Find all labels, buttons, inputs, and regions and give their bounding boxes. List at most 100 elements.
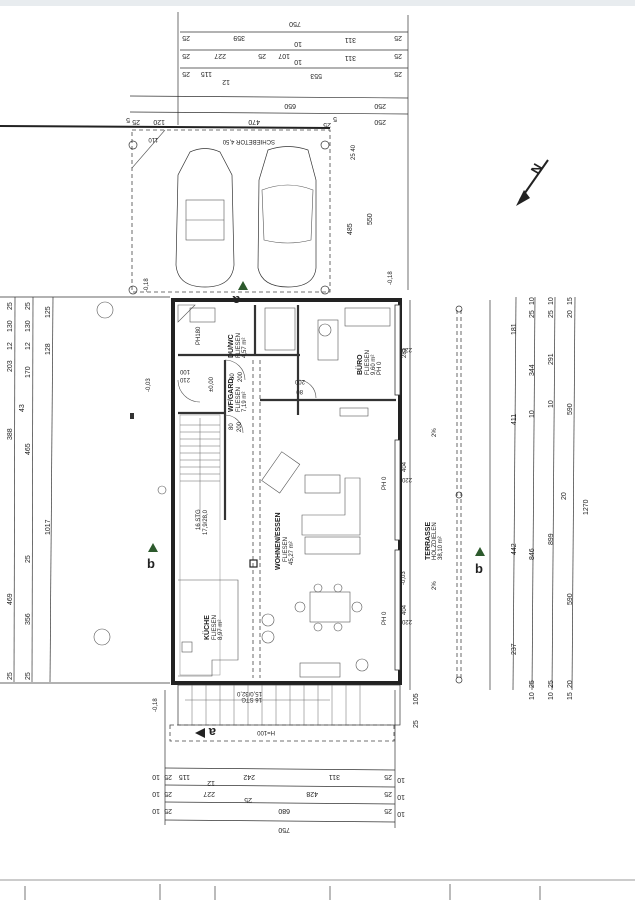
next-page-fragments (24, 884, 541, 900)
dim-left: 25 (25, 555, 32, 563)
stair-steps: 16 STG (196, 509, 202, 530)
room-wohnen: WOHNEN/ESSEN FLIESEN 45,27 m² (275, 512, 295, 570)
dim-right: 25 (529, 680, 536, 688)
dim-top: 227 (214, 52, 226, 59)
room-floor: FLIESEN (365, 350, 371, 375)
dim-top-total: 750 (289, 20, 301, 27)
room-area: 38,10 m² (438, 536, 444, 560)
dim-right: 25 (548, 310, 555, 318)
toilet-icon (189, 307, 216, 323)
terrace: TERRASSE HOLZDIELEN 38,10 m² 2% 2% (409, 300, 491, 690)
lamp-icon (355, 658, 369, 672)
dim-left: 25 (25, 302, 32, 310)
dim-top: 250 (374, 102, 386, 109)
dim-left: 128 (45, 343, 52, 355)
stair-ratio: 15,0/32,0 (236, 690, 262, 696)
stair-ratio: 17,9/28,0 (203, 509, 209, 535)
dim-top: 25 (394, 70, 402, 77)
dim-bottom: 311 (329, 773, 340, 780)
dim-left: 12 (7, 342, 14, 350)
window-width: 220 (401, 346, 412, 352)
window-width: 220 (401, 476, 412, 482)
shower-tray (264, 307, 296, 351)
dim-top: 5 (126, 116, 130, 123)
armchair-icon (261, 451, 301, 494)
room-area: 7,19 m² (242, 392, 248, 412)
dim-right: 10 (548, 297, 555, 305)
room-name: KÜCHE (202, 615, 211, 640)
post-dim: 25 40 (351, 144, 357, 160)
dim-top: 311 (345, 54, 356, 61)
door-swing (224, 414, 244, 434)
dim-right: 899 (548, 533, 555, 545)
dim-right: 237 (511, 643, 518, 655)
window-width: 220 (401, 618, 412, 624)
sink-icon (181, 641, 193, 653)
room-buero: BÜRO FLIESEN 9,60 m² PH 0 (355, 350, 383, 375)
room-name: BÜRO (355, 354, 364, 375)
dim-top: 10 (294, 58, 302, 65)
room-floor: FLIESEN (212, 615, 218, 640)
dim-bottom: 10 (152, 773, 160, 780)
dim-bottom: 227 (203, 790, 215, 797)
dim-right: 442 (511, 543, 518, 555)
room-name: WOHNEN/ESSEN (275, 512, 282, 570)
dim-top: 120 (153, 118, 165, 125)
dim-bottom: 10 (152, 790, 160, 797)
dim-top: 25 (132, 118, 140, 125)
window-height: 404 (402, 604, 408, 615)
car-convertible-icon (175, 148, 235, 288)
dim-left: 25 (7, 672, 14, 680)
dim-right-total: 1270 (583, 499, 590, 515)
dim-right: 25 (548, 680, 555, 688)
railing-height: H=100 (256, 729, 275, 735)
carport: 110 SCHIEBETOR 4,50 25 40 (128, 129, 357, 295)
dim-bottom: 115 (179, 773, 190, 780)
dim-right: 590 (567, 403, 574, 415)
door-swing (177, 379, 201, 403)
section-arrow-icon (475, 547, 485, 556)
dim-right: 20 (567, 310, 574, 318)
room-area: 45,27 m² (289, 541, 295, 565)
dim-right: 10 (529, 410, 536, 418)
dim-top: 10 (294, 40, 302, 47)
dim-bottom: 25 (384, 790, 392, 797)
dim-left: 130 (7, 320, 14, 332)
window-ph: PH 0 (382, 476, 388, 490)
kitchen-counter (178, 579, 239, 677)
window-height: 404 (402, 461, 408, 472)
level-markers: -0,18 -0,03 -0,18 -0,03 -0,18 (144, 271, 407, 712)
post-icon (320, 285, 330, 295)
dim-bottom: 242 (243, 773, 255, 780)
dim-bottom: 25 (384, 773, 392, 780)
outer-stair: 16 STG 15,0/32,0 H=100 105 25 (169, 684, 420, 742)
door-width: 80 (229, 423, 235, 430)
room-floor: HOLZDIELEN (432, 522, 438, 560)
room-floor: FLIESEN (283, 537, 289, 562)
section-b-left: b (147, 556, 155, 571)
dimensions-top: 750 25 359 10 311 25 25 227 25 107 10 31… (0, 12, 409, 290)
dim-bottom: 10 (397, 810, 405, 817)
gate-dim: 110 (148, 136, 158, 142)
dim-left: 25 (25, 672, 32, 680)
section-arrow-icon (238, 281, 248, 290)
level-label: -0,03 (401, 571, 407, 585)
dim-left: 388 (7, 428, 14, 440)
dim-top: 107 (278, 52, 290, 59)
dim-left: 43 (19, 404, 26, 412)
scan-edge-top (0, 0, 635, 6)
dim-top: 25 (182, 34, 190, 41)
dim-right: 411 (511, 414, 518, 425)
dim-bottom: 10 (397, 793, 405, 800)
ph-label: PH180 (196, 326, 202, 345)
section-a-bottom: a (208, 725, 216, 740)
room-kueche: KÜCHE FLIESEN 8,97 m² (202, 615, 224, 640)
dim-left: 12 (25, 342, 32, 350)
dim-top: 311 (345, 36, 356, 43)
dim-right: 344 (529, 364, 536, 376)
dim-bottom: 25 (164, 790, 172, 797)
dim-top: 553 (310, 72, 322, 79)
dim-top: 25 (323, 121, 331, 128)
level-label: -0,18 (144, 278, 150, 292)
door-width: 100 (179, 368, 190, 374)
